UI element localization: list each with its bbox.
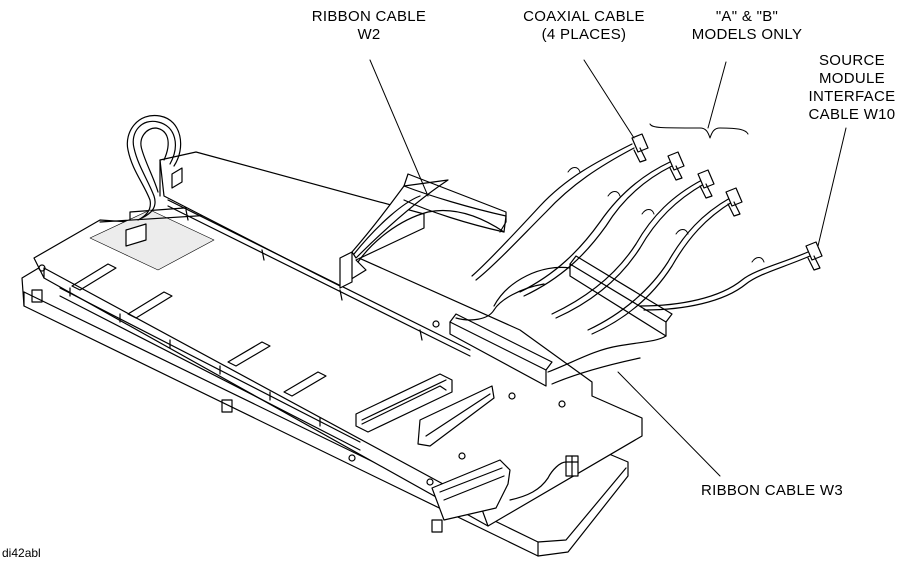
callout-line: COAXIAL CABLE xyxy=(523,8,645,25)
callout-line: MODULE xyxy=(819,70,885,87)
ribbon-cable-w3 xyxy=(450,256,672,386)
callout-ribbon-cable-w3: RIBBON CABLE W3 xyxy=(682,482,862,500)
leader-coax xyxy=(584,60,634,138)
callout-coaxial-cable: COAXIAL CABLE (4 PLACES) xyxy=(514,8,654,44)
coax-connector xyxy=(668,152,684,180)
callout-ab-models-only: "A" & "B" MODELS ONLY xyxy=(682,8,812,44)
coax-connector xyxy=(698,170,714,198)
ab-bracket xyxy=(650,124,748,138)
tray-mount-hole xyxy=(432,520,442,532)
callout-line: SOURCE xyxy=(819,52,885,69)
callout-line: MODELS ONLY xyxy=(691,26,803,43)
coaxial-cables xyxy=(472,134,742,334)
source-module-cable-w10 xyxy=(640,242,822,310)
callout-line: W2 xyxy=(357,26,381,43)
callout-leaders xyxy=(370,60,846,476)
callout-line: CABLE W10 xyxy=(808,106,896,123)
callout-line: (4 PLACES) xyxy=(541,26,627,43)
callout-line: "A" & "B" xyxy=(715,8,779,25)
callout-line: RIBBON CABLE xyxy=(311,8,427,25)
leader-source-module xyxy=(818,128,846,246)
callout-ribbon-cable-w2: RIBBON CABLE W2 xyxy=(304,8,434,44)
callout-line: RIBBON CABLE W3 xyxy=(700,482,844,499)
tray-mount-hole xyxy=(222,400,232,412)
coax-connector xyxy=(726,188,742,216)
leader-ribbon-w3 xyxy=(618,372,720,476)
figure-id: di42abl xyxy=(2,546,41,560)
callout-line: INTERFACE xyxy=(808,88,896,105)
callout-source-module-cable-w10: SOURCE MODULE INTERFACE CABLE W10 xyxy=(804,52,900,124)
leader-ribbon-w2 xyxy=(370,60,428,196)
ribbon-cable-w2 xyxy=(352,174,506,262)
coax-connector xyxy=(632,134,648,162)
leader-ab-models xyxy=(708,62,726,128)
wire-harness xyxy=(127,115,180,220)
lower-circuit-board xyxy=(34,204,642,526)
tray-mount-hole xyxy=(32,290,42,302)
